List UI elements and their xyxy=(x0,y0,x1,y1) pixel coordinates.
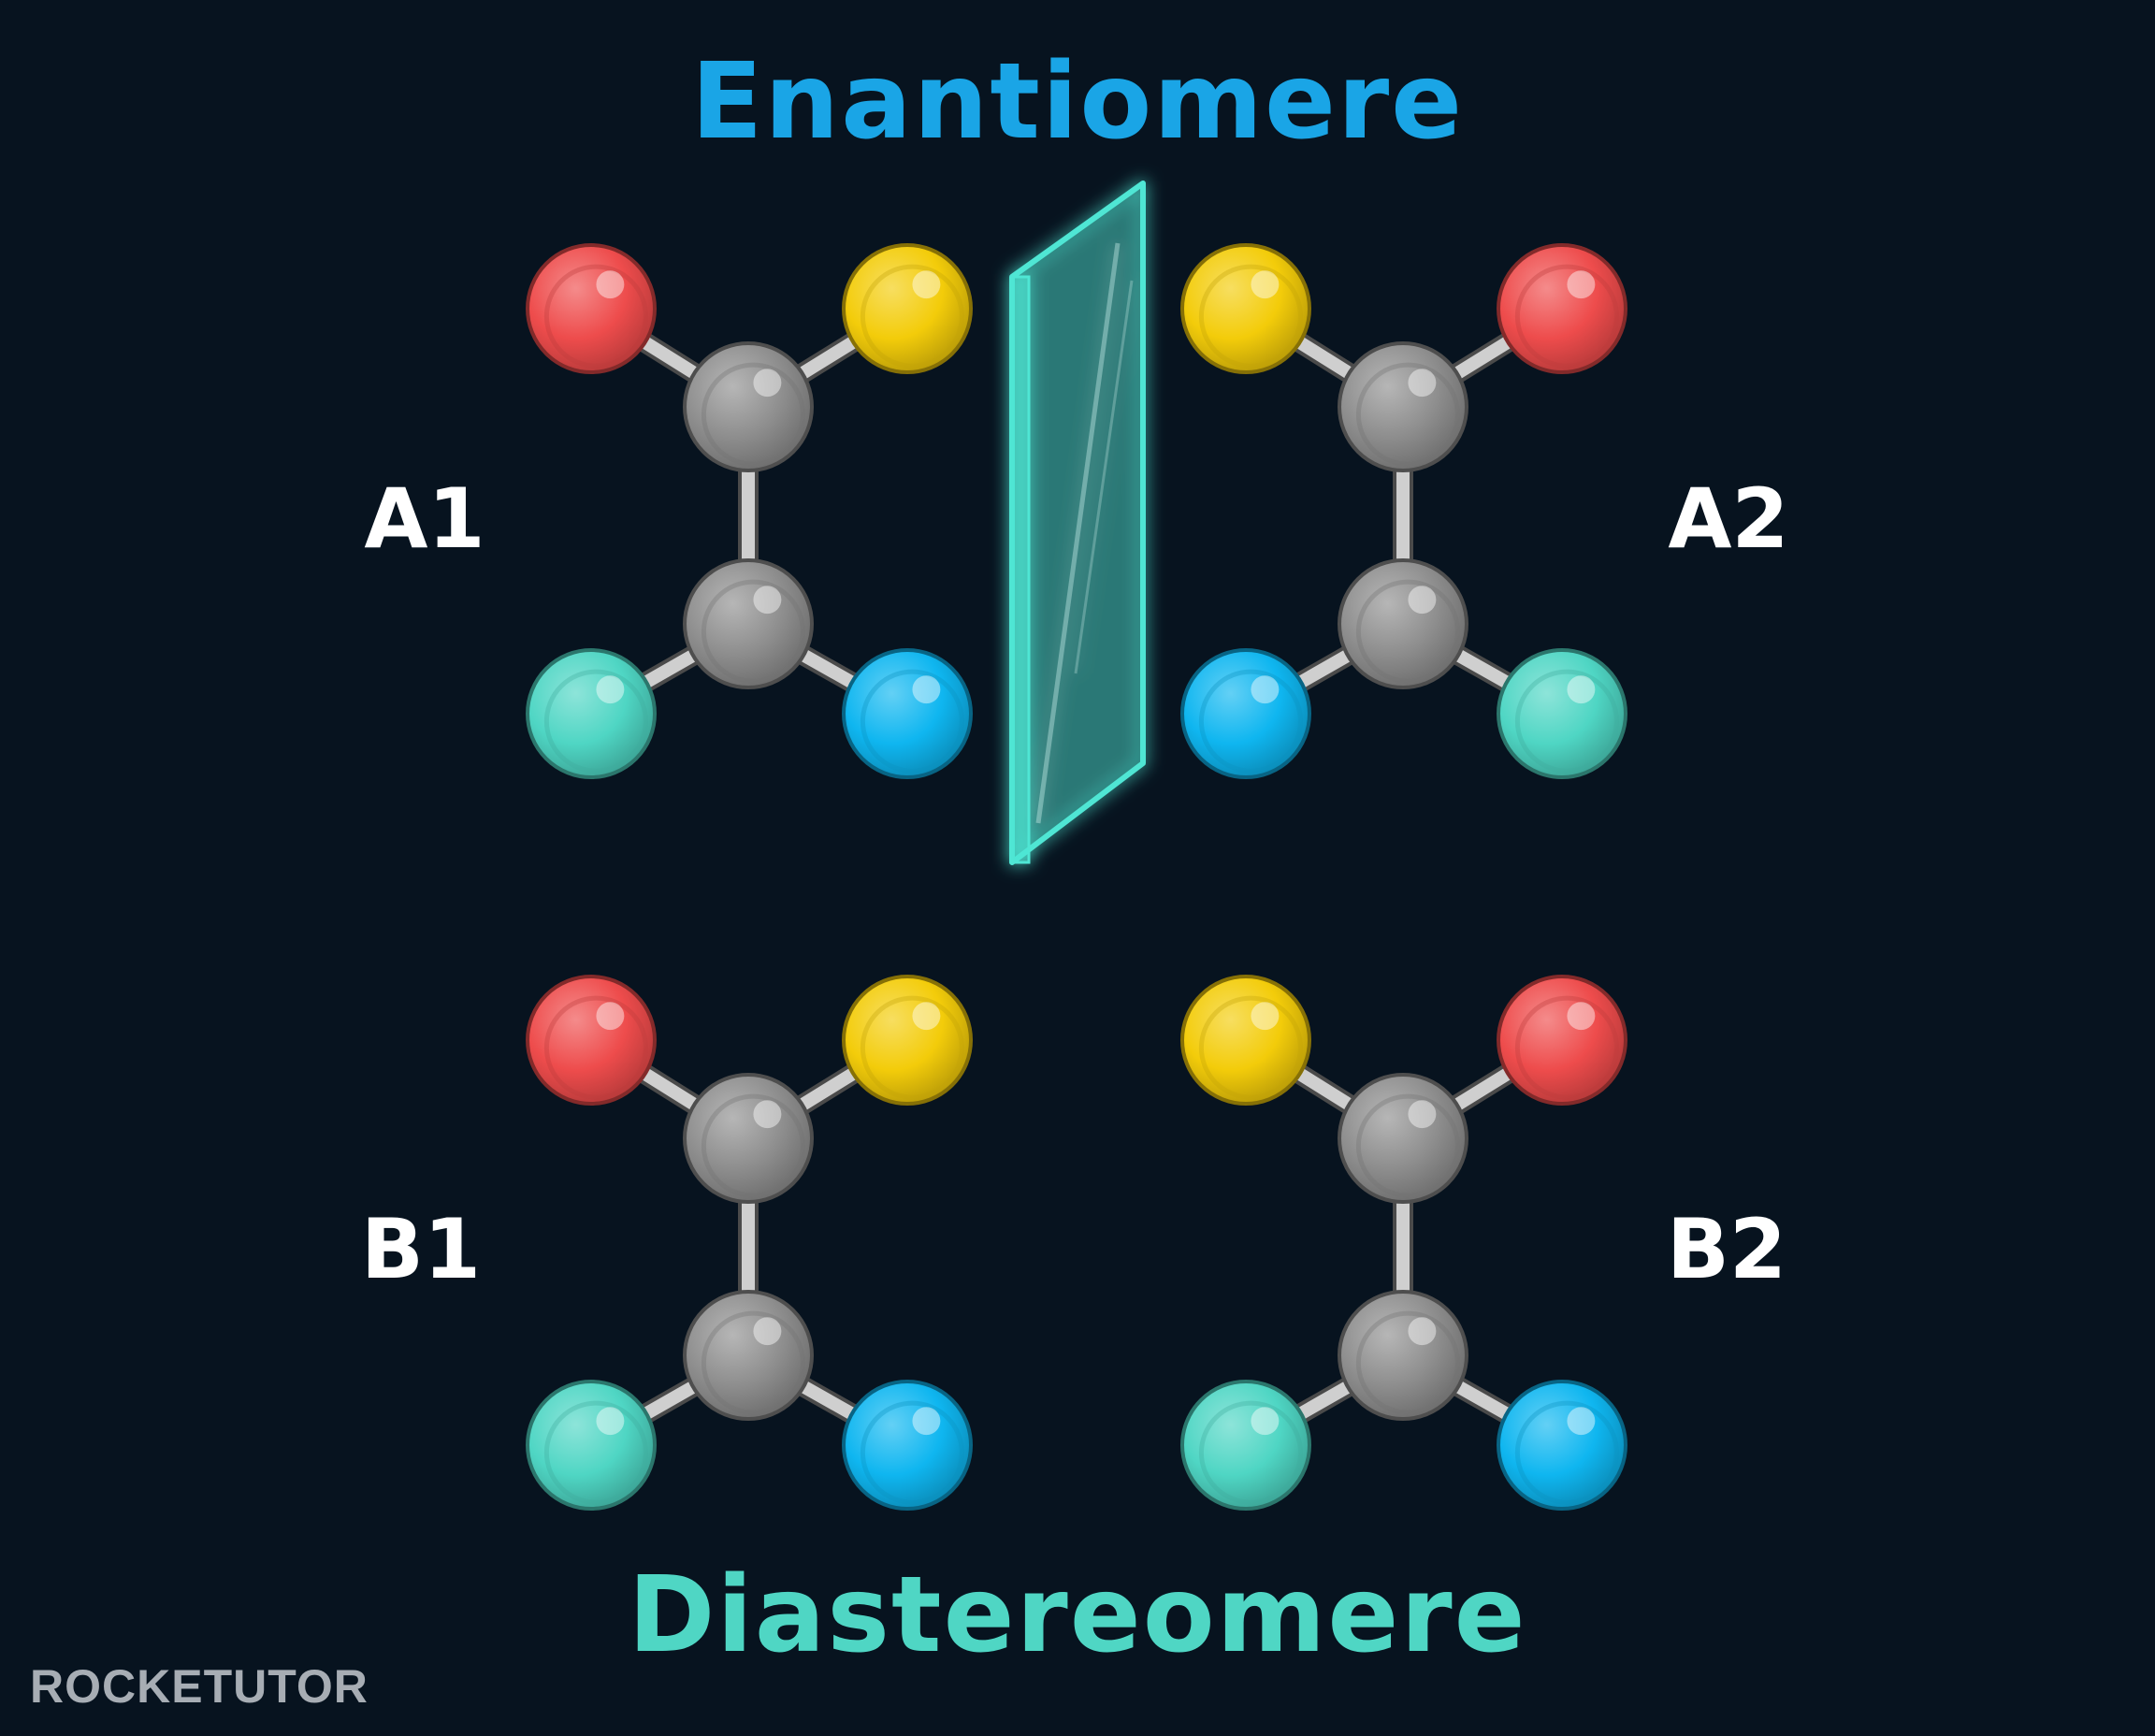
carbon-atom-bottom xyxy=(1338,558,1468,689)
diastereomer-heading: Diastereomere xyxy=(628,1555,1527,1676)
carbon-atom-top xyxy=(683,341,814,472)
teal-atom-bottom-left xyxy=(526,1380,657,1511)
blue-atom-bottom-left xyxy=(1180,648,1311,779)
yellow-atom-top-right xyxy=(842,975,973,1106)
carbon-atom-top xyxy=(1338,341,1468,472)
molecule-b2 xyxy=(1180,975,1627,1511)
carbon-atom-bottom xyxy=(683,558,814,689)
blue-atom-bottom-right xyxy=(1497,1380,1627,1511)
rocketutor-logo: ROCKETUTOR xyxy=(30,1660,369,1713)
mirror-reflection xyxy=(1035,242,1121,824)
carbon-atom-bottom xyxy=(683,1290,814,1421)
yellow-atom-top-left xyxy=(1180,243,1311,374)
molecule-label-b2: B2 xyxy=(1666,1201,1787,1297)
mirror-plane xyxy=(1009,181,1146,865)
teal-atom-bottom-left xyxy=(1180,1380,1311,1511)
teal-atom-bottom-left xyxy=(526,648,657,779)
teal-atom-bottom-right xyxy=(1497,648,1627,779)
red-atom-top-left xyxy=(526,243,657,374)
molecule-a2 xyxy=(1180,243,1627,779)
mirror-glass xyxy=(1009,181,1146,865)
red-atom-top-right xyxy=(1497,975,1627,1106)
molecule-label-b1: B1 xyxy=(360,1201,482,1297)
blue-atom-bottom-right xyxy=(842,1380,973,1511)
enantiomer-heading: Enantiomere xyxy=(690,41,1465,163)
carbon-atom-top xyxy=(683,1073,814,1204)
mirror-reflection xyxy=(1074,280,1134,674)
carbon-atom-bottom xyxy=(1338,1290,1468,1421)
mirror-edge xyxy=(1010,275,1031,864)
yellow-atom-top-right xyxy=(842,243,973,374)
red-atom-top-right xyxy=(1497,243,1627,374)
molecule-group xyxy=(526,243,1627,1511)
molecule-label-a1: A1 xyxy=(364,470,485,567)
blue-atom-bottom-right xyxy=(842,648,973,779)
molecule-label-a2: A2 xyxy=(1668,470,1789,567)
molecule-b1 xyxy=(526,975,973,1511)
yellow-atom-top-left xyxy=(1180,975,1311,1106)
red-atom-top-left xyxy=(526,975,657,1106)
molecule-a1 xyxy=(526,243,973,779)
carbon-atom-top xyxy=(1338,1073,1468,1204)
